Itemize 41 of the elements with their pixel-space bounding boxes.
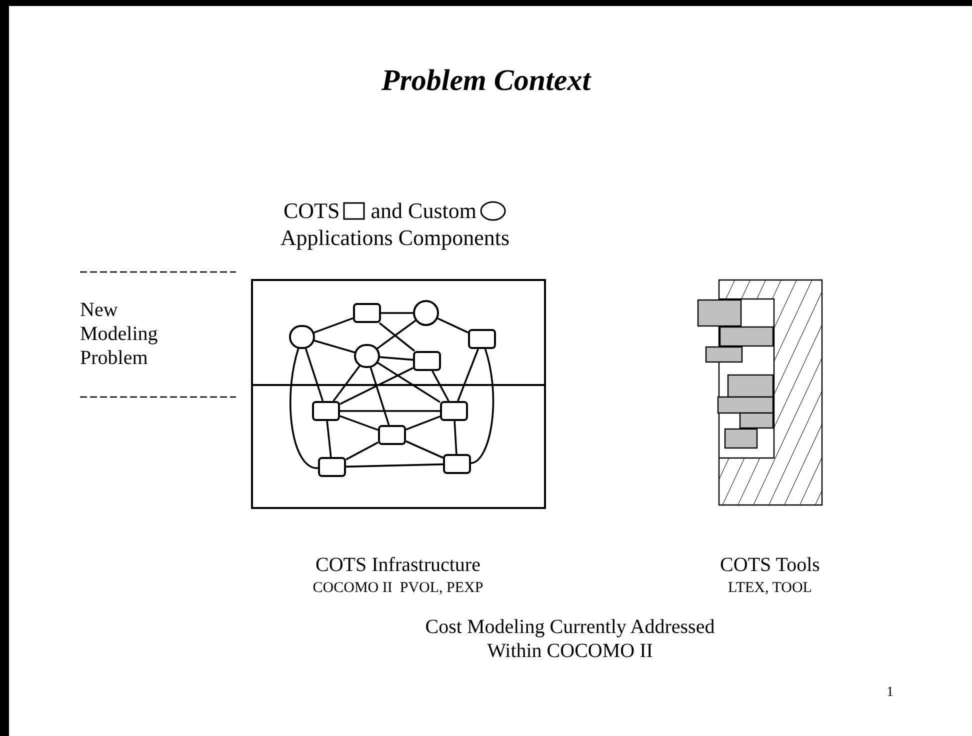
connector-line [437, 318, 468, 334]
connector-line [381, 312, 413, 314]
note-text: Cost Modeling Currently Addressed Within COCOMO II [424, 615, 716, 663]
cots-component-box [353, 303, 381, 323]
connector-line [470, 348, 494, 464]
side-label: New Modeling Problem [80, 298, 159, 370]
connector-line [326, 420, 332, 458]
cots-component-box [468, 329, 496, 349]
connector-line [457, 348, 479, 402]
cots-component-box [318, 457, 346, 477]
connector-line [406, 440, 444, 459]
connector-line [370, 367, 390, 426]
connector-line [346, 442, 378, 460]
caption-subtext: LTEX, TOOL [727, 579, 813, 597]
cots-component-box [413, 351, 441, 371]
connector-line [314, 340, 355, 354]
connector-line [314, 317, 354, 334]
infrastructure-box [251, 279, 546, 509]
page-number: 1 [886, 684, 894, 702]
cots-component-box [378, 425, 406, 445]
caption-subtext: COCOMO II PVOL, PEXP [312, 579, 484, 597]
connector-line [432, 370, 450, 402]
cots-component-box [440, 401, 468, 421]
heading-text: Applications Components [279, 225, 511, 251]
connector-line [377, 362, 440, 403]
connector-line [454, 420, 458, 454]
connector-line [380, 356, 414, 361]
connector-line [340, 415, 378, 431]
connector-line [346, 463, 444, 468]
connector-line [340, 410, 440, 412]
heading-text: and Custom [370, 198, 476, 224]
cots-component-box [443, 454, 471, 474]
cots-component-box [312, 401, 340, 421]
slide-title: Problem Context [380, 63, 592, 99]
connector-line [340, 367, 414, 405]
connector-line [290, 348, 318, 469]
heading-text: COTS [284, 198, 340, 224]
caption-text: COTS Tools [719, 553, 821, 577]
connector-line [304, 348, 324, 402]
caption-text: COTS Infrastructure [314, 553, 482, 577]
connector-line [406, 416, 440, 430]
